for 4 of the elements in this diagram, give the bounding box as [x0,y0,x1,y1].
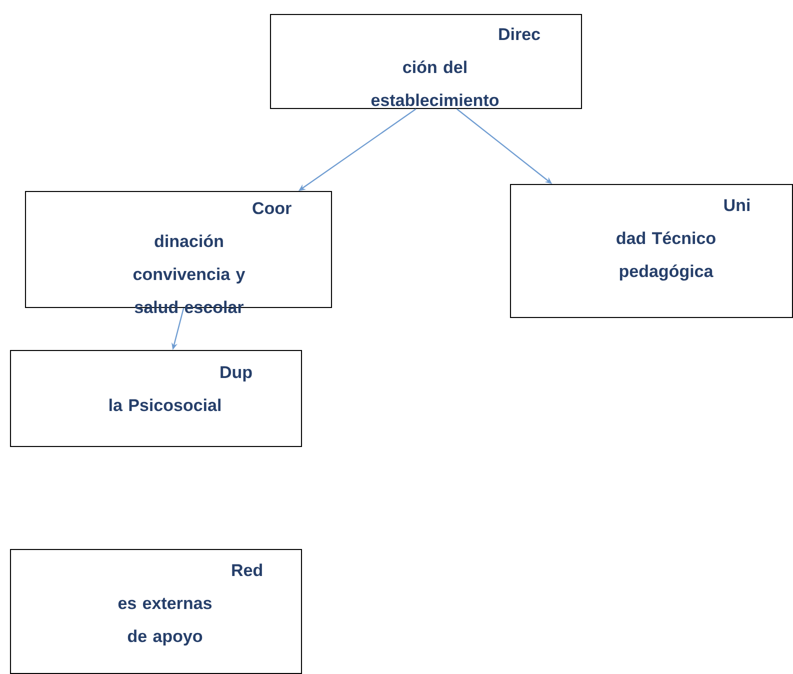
box: Dup la Psicosocial [10,350,302,447]
box: Uni dad Técnico pedagógica [510,184,793,318]
box: Red es externas de apoyo [10,549,302,674]
box: Direc ción del establecimiento [270,14,582,109]
